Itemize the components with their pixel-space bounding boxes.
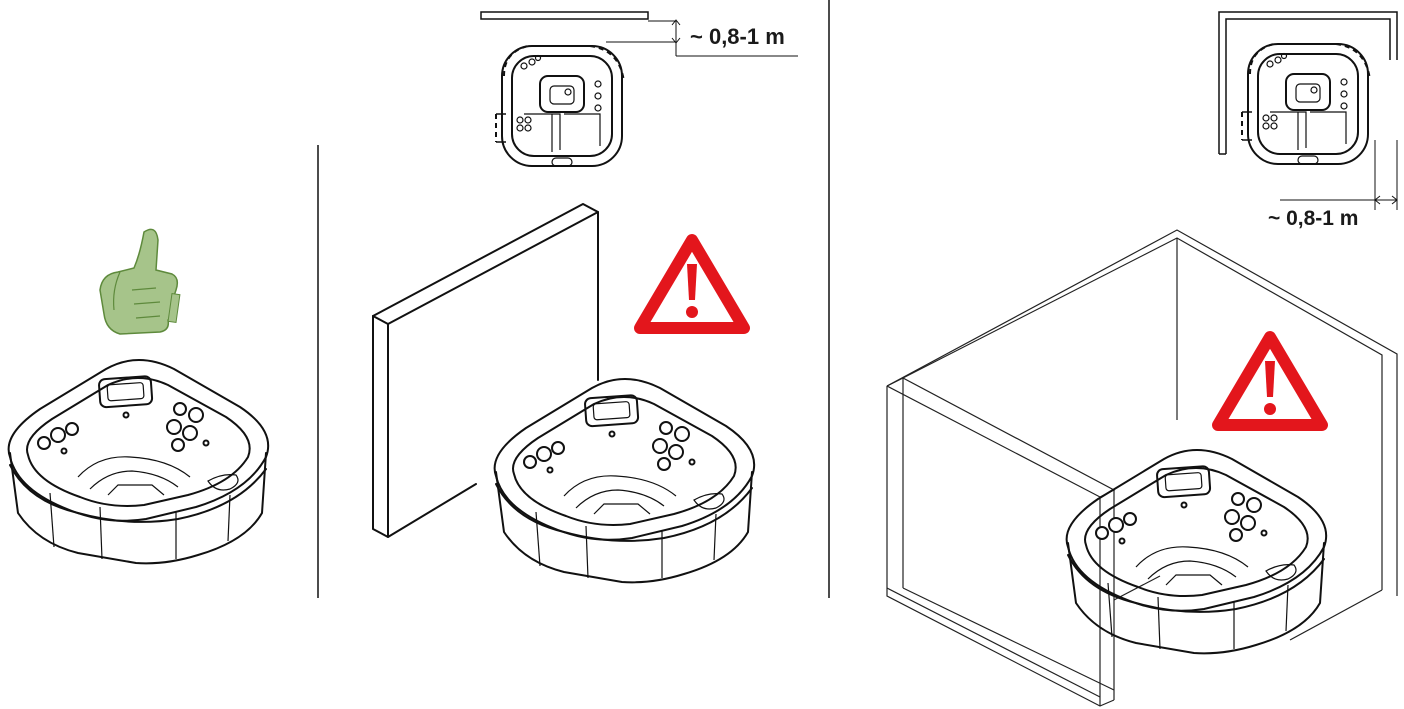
top-view-single-wall: ~ 0,8-1 m — [480, 11, 798, 167]
panel-freestanding — [7, 228, 270, 565]
clearance-label-top: ~ 0,8-1 m — [690, 24, 785, 49]
hot-tub-corner — [1065, 449, 1328, 655]
hot-tub-freestanding — [7, 359, 270, 565]
corner-walls — [886, 229, 1398, 707]
thumbs-up-icon — [99, 228, 181, 335]
wall-panel — [372, 203, 599, 538]
top-view-corner: ~ 0,8-1 m — [1218, 11, 1398, 230]
panel-single-wall: ~ 0,8-1 m — [372, 11, 798, 584]
panel-corner: ~ 0,8-1 m — [886, 11, 1398, 707]
warning-triangle-icon — [1218, 337, 1322, 425]
warning-triangle-icon — [640, 240, 744, 328]
clearance-label-corner: ~ 0,8-1 m — [1268, 207, 1358, 230]
hot-tub-single-wall — [493, 378, 756, 584]
